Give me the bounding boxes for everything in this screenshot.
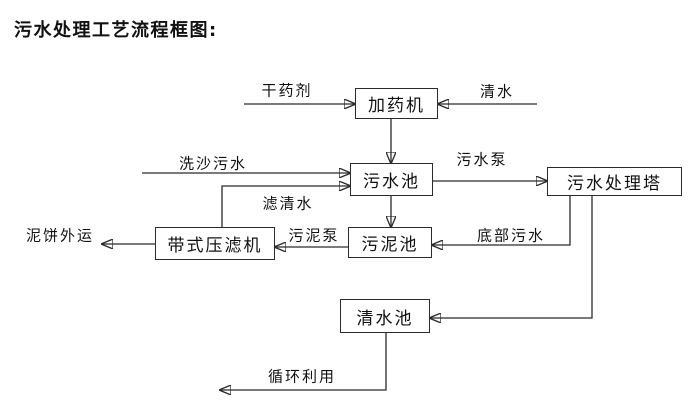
node-clean-water-pool: 清水池 (340, 299, 430, 333)
label-dry-chemical: 干药剂 (261, 81, 313, 100)
node-sewage-pool: 污水池 (350, 163, 433, 196)
label-recycling: 循环利用 (267, 367, 337, 386)
arrow-bottom-sewage-to-sludge-pool (432, 196, 571, 245)
arrow-recycling-out (220, 333, 387, 390)
node-sludge-pool: 污泥池 (348, 227, 432, 258)
node-label: 带式压滤机 (167, 236, 263, 256)
arrow-filtered-water-to-sewage-pool (221, 186, 350, 227)
label-clean-water: 清水 (479, 82, 515, 101)
label-sewage-pump: 污水泵 (456, 150, 508, 169)
node-sewage-treatment-tower: 污水处理塔 (547, 167, 682, 196)
arrow-tower-to-clean-water-pool (430, 196, 593, 318)
node-label: 污泥池 (361, 235, 419, 255)
node-label: 污水池 (363, 172, 420, 192)
diagram-title: 污水处理工艺流程框图: (14, 20, 218, 41)
label-mud-cake-outbound: 泥饼外运 (25, 226, 95, 245)
label-filtered-water: 滤清水 (262, 194, 314, 213)
node-label: 清水池 (356, 308, 414, 329)
node-label: 污水处理塔 (567, 174, 662, 194)
label-bottom-sewage: 底部污水 (476, 226, 546, 245)
node-dosing-machine: 加药机 (355, 88, 438, 119)
node-label: 加药机 (368, 96, 425, 116)
label-sand-washing-sewage: 洗沙污水 (178, 154, 248, 173)
node-belt-filter-press: 带式压滤机 (155, 227, 275, 260)
label-sludge-pump: 污泥泵 (288, 226, 340, 245)
